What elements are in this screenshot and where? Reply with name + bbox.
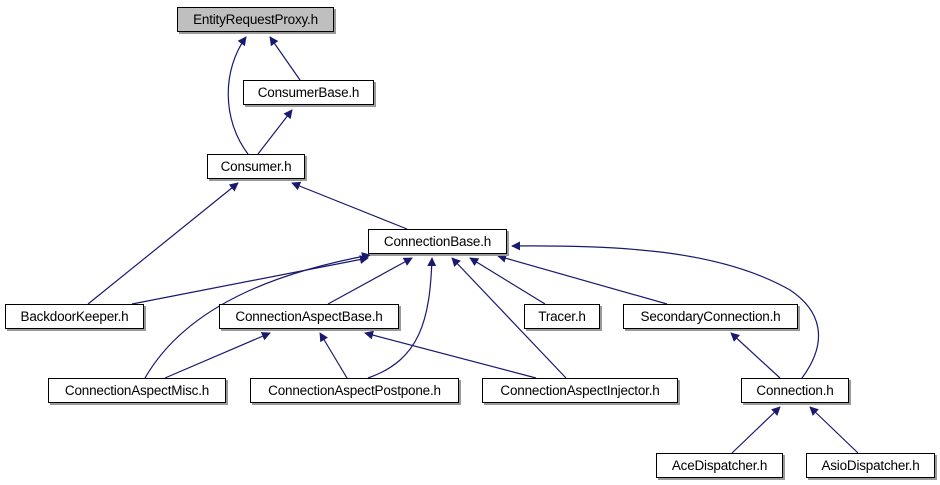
node-connection-aspect-base[interactable]: ConnectionAspectBase.h bbox=[219, 304, 401, 331]
node-connection-base[interactable]: ConnectionBase.h bbox=[368, 229, 509, 256]
node-connection-aspect-injector[interactable]: ConnectionAspectInjector.h bbox=[482, 378, 680, 405]
node-label: Consumer.h bbox=[220, 159, 292, 174]
edge-cap-to-cab bbox=[319, 332, 348, 379]
edge-sc-to-connb bbox=[497, 253, 668, 305]
edge-cons-to-erp bbox=[227, 36, 249, 155]
node-consumer[interactable]: Consumer.h bbox=[207, 154, 307, 181]
node-label: AceDispatcher.h bbox=[671, 458, 768, 473]
node-label: EntityRequestProxy.h bbox=[193, 12, 318, 27]
node-label: Tracer.h bbox=[538, 309, 586, 324]
edge-bk-to-cons bbox=[87, 182, 239, 305]
node-label: AsioDispatcher.h bbox=[821, 458, 920, 473]
node-ace-dispatcher[interactable]: AceDispatcher.h bbox=[656, 453, 785, 480]
edge-cb-to-erp bbox=[269, 36, 301, 81]
edge-cap-to-connb bbox=[367, 257, 437, 379]
edge-bk-to-connb bbox=[131, 255, 369, 305]
edge-connb-to-cons bbox=[291, 181, 408, 230]
node-label: ConnectionAspectMisc.h bbox=[64, 383, 210, 398]
node-tracer[interactable]: Tracer.h bbox=[524, 304, 602, 331]
node-label: ConnectionAspectInjector.h bbox=[500, 383, 660, 398]
node-backdoor-keeper[interactable]: BackdoorKeeper.h bbox=[5, 304, 146, 331]
node-connection-aspect-postpone[interactable]: ConnectionAspectPostpone.h bbox=[250, 378, 461, 405]
edge-cam-to-connb bbox=[144, 252, 371, 379]
node-label: ConsumerBase.h bbox=[257, 85, 360, 100]
edge-conn-to-sc bbox=[730, 332, 781, 379]
edge-asio-to-conn bbox=[809, 406, 859, 454]
node-label: ConnectionBase.h bbox=[383, 234, 492, 249]
node-secondary-connection[interactable]: SecondaryConnection.h bbox=[623, 304, 800, 331]
node-consumer-base[interactable]: ConsumerBase.h bbox=[243, 80, 376, 107]
edge-cai-to-cab bbox=[364, 330, 537, 379]
node-label: Connection.h bbox=[756, 383, 834, 398]
node-asio-dispatcher[interactable]: AsioDispatcher.h bbox=[806, 453, 937, 480]
edge-cam-to-cab bbox=[164, 332, 271, 379]
node-label: ConnectionAspectPostpone.h bbox=[268, 383, 441, 398]
edge-ace-to-conn bbox=[731, 406, 781, 454]
node-label: SecondaryConnection.h bbox=[640, 309, 781, 324]
edge-cab-to-connb bbox=[327, 257, 413, 305]
edge-conn-to-connb bbox=[511, 241, 819, 379]
node-entity-request-proxy: EntityRequestProxy.h bbox=[177, 7, 336, 34]
edge-cons-to-cb bbox=[257, 109, 293, 155]
node-label: ConnectionAspectBase.h bbox=[235, 309, 383, 324]
node-label: BackdoorKeeper.h bbox=[20, 309, 129, 324]
node-connection-aspect-misc[interactable]: ConnectionAspectMisc.h bbox=[48, 378, 228, 405]
edge-tr-to-connb bbox=[469, 257, 546, 305]
edge-cai-to-connb bbox=[451, 257, 567, 379]
node-connection[interactable]: Connection.h bbox=[741, 378, 851, 405]
